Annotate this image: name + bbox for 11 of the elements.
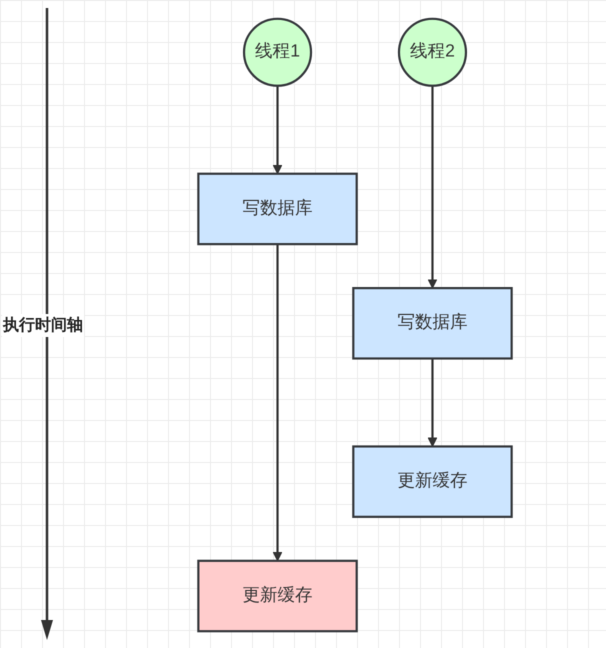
process-box: 更新缓存 <box>197 560 358 632</box>
process-box: 更新缓存 <box>352 445 513 518</box>
thread-circle: 线程1 <box>242 18 312 87</box>
arrow <box>272 244 282 562</box>
thread-circle: 线程2 <box>398 18 468 87</box>
arrow <box>272 86 282 174</box>
arrow <box>428 358 438 447</box>
axis-label: 执行时间轴 <box>2 314 84 337</box>
arrow <box>428 86 438 289</box>
process-box: 写数据库 <box>197 172 358 246</box>
process-box: 写数据库 <box>352 287 513 360</box>
